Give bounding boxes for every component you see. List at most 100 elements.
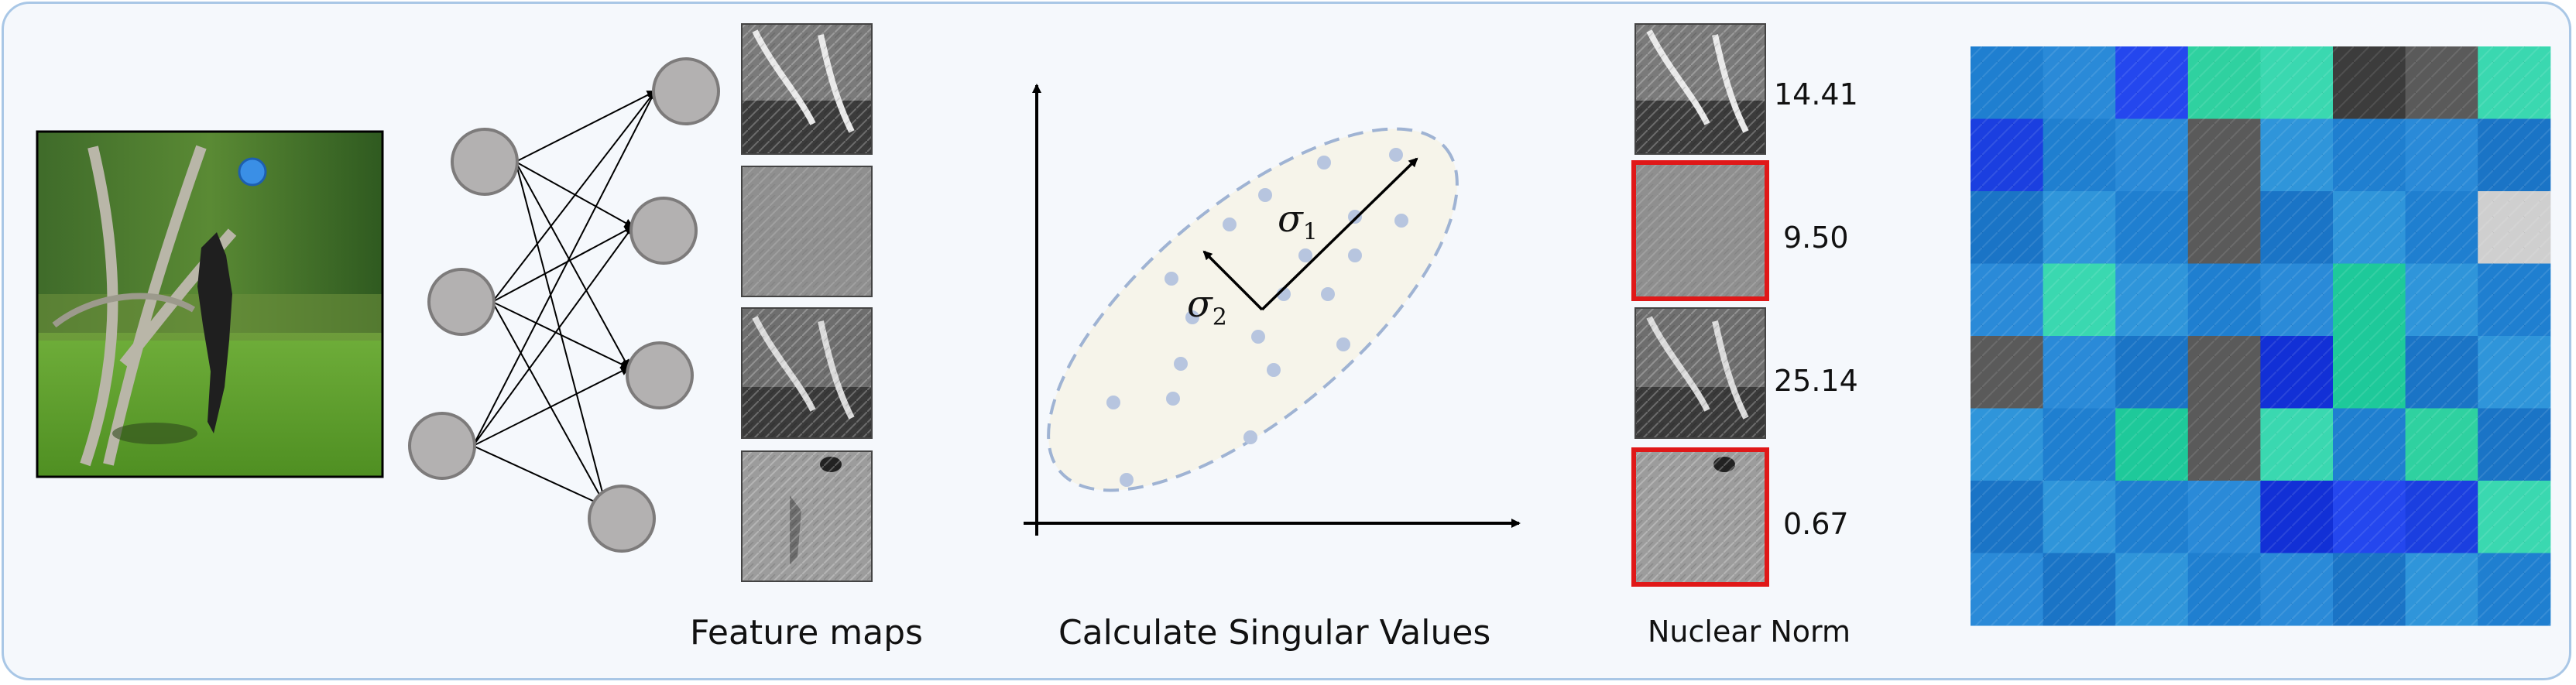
activation-mosaic: [1971, 46, 2551, 626]
mosaic-tile: [2405, 408, 2478, 481]
sigma-2-subscript: 2: [1212, 303, 1227, 331]
neuron-circle-icon: [451, 128, 519, 196]
mosaic-tile: [2043, 46, 2116, 119]
mosaic-tile: [2405, 263, 2478, 337]
mosaic-tile: [2187, 408, 2261, 481]
input-photo: [36, 130, 384, 478]
mosaic-tile: [2405, 553, 2478, 626]
feature-map: [741, 166, 873, 297]
feature-map: [741, 307, 873, 439]
mosaic-tile: [2115, 263, 2189, 337]
mosaic-tile: [2405, 336, 2478, 409]
mosaic-tile: [2115, 191, 2189, 264]
norm-map-highlighted: [1631, 447, 1769, 587]
norm-map: [1634, 307, 1766, 439]
mosaic-tile: [2187, 263, 2261, 337]
mosaic-tile: [2260, 336, 2334, 409]
mosaic-tile: [2260, 118, 2334, 192]
nuclear-norm-value: 9.50: [1783, 221, 1849, 255]
mosaic-tile: [2260, 553, 2334, 626]
neuron-circle-icon: [629, 197, 698, 265]
nuclear-norm-value: 14.41: [1774, 77, 1858, 111]
nuclear-norm-column: [1631, 23, 1769, 587]
mosaic-tile: [2333, 481, 2406, 553]
feature-map: [741, 450, 873, 582]
mosaic-tile: [2115, 481, 2189, 553]
nuclear-norm-value: 25.14: [1774, 364, 1858, 398]
mosaic-tile: [2333, 263, 2406, 337]
mosaic-tile: [2478, 553, 2551, 626]
mosaic-tile: [2333, 118, 2406, 192]
mosaic-tile: [2260, 46, 2334, 119]
caption-singular-values: Calculate Singular Values: [1058, 613, 1491, 652]
mosaic-tile: [2187, 191, 2261, 264]
mosaic-tile: [2405, 118, 2478, 192]
mosaic-tile: [2043, 336, 2116, 409]
mosaic-tile: [2333, 336, 2406, 409]
mosaic-tile: [2187, 481, 2261, 553]
mosaic-tile: [1971, 263, 2044, 337]
mosaic-tile: [2115, 408, 2189, 481]
mosaic-tile: [2405, 191, 2478, 264]
mosaic-tile: [2115, 336, 2189, 409]
mosaic-tile: [2043, 263, 2116, 337]
mosaic-tile: [2405, 46, 2478, 119]
mosaic-tile: [1971, 336, 2044, 409]
singular-value-plot: [1024, 84, 1521, 536]
network-edges: [472, 90, 657, 509]
mosaic-tile: [1971, 408, 2044, 481]
mosaic-tile: [2478, 336, 2551, 409]
mosaic-tile: [2333, 191, 2406, 264]
mosaic-tile: [1971, 191, 2044, 264]
feature-map: [741, 23, 873, 155]
feature-maps-column: [741, 23, 873, 582]
mosaic-tile: [2115, 118, 2189, 192]
nuclear-norm-value: 0.67: [1783, 507, 1849, 541]
sigma-1-symbol: σ: [1278, 197, 1303, 241]
caption-feature-maps: Feature maps: [690, 613, 923, 652]
mosaic-tile: [2187, 336, 2261, 409]
mosaic-tile: [1971, 118, 2044, 192]
mosaic-tile: [2333, 46, 2406, 119]
data-points: [1106, 148, 1408, 487]
neuron-circle-icon: [427, 268, 496, 336]
mosaic-tile: [2115, 46, 2189, 119]
mosaic-tile: [2187, 553, 2261, 626]
data-distribution-ellipse: [1047, 127, 1459, 492]
mosaic-tile: [2187, 46, 2261, 119]
arrow-icon: [1261, 157, 1418, 311]
neuron-circle-icon: [652, 57, 720, 125]
mosaic-tile: [2043, 191, 2116, 264]
mosaic-tile: [2187, 118, 2261, 192]
mosaic-tile: [2333, 553, 2406, 626]
mosaic-tile: [2043, 481, 2116, 553]
arrow-icon: [1202, 250, 1264, 311]
neuron-circle-icon: [588, 485, 656, 553]
mosaic-tile: [1971, 46, 2044, 119]
neuron-circle-icon: [408, 412, 476, 480]
sigma-2-label: σ2: [1187, 283, 1227, 331]
mosaic-tile: [2478, 46, 2551, 119]
mosaic-tile: [2333, 408, 2406, 481]
mosaic-tile: [2115, 553, 2189, 626]
sigma-1-subscript: 1: [1302, 218, 1318, 246]
mosaic-tile: [2478, 481, 2551, 553]
mosaic-tile: [2478, 408, 2551, 481]
mosaic-tile: [2478, 191, 2551, 264]
sigma-2-symbol: σ: [1187, 283, 1213, 326]
norm-map-highlighted: [1631, 160, 1769, 301]
mosaic-tile: [2043, 118, 2116, 192]
mosaic-tile: [2478, 263, 2551, 337]
mosaic-tile: [2043, 553, 2116, 626]
norm-map: [1634, 23, 1766, 155]
sigma-1-label: σ1: [1278, 197, 1318, 246]
mosaic-tile: [1971, 481, 2044, 553]
neuron-circle-icon: [626, 341, 694, 409]
mosaic-tile: [2260, 481, 2334, 553]
mosaic-tile: [2260, 191, 2334, 264]
mosaic-tile: [2478, 118, 2551, 192]
mosaic-tile: [1971, 553, 2044, 626]
mosaic-tile: [2405, 481, 2478, 553]
